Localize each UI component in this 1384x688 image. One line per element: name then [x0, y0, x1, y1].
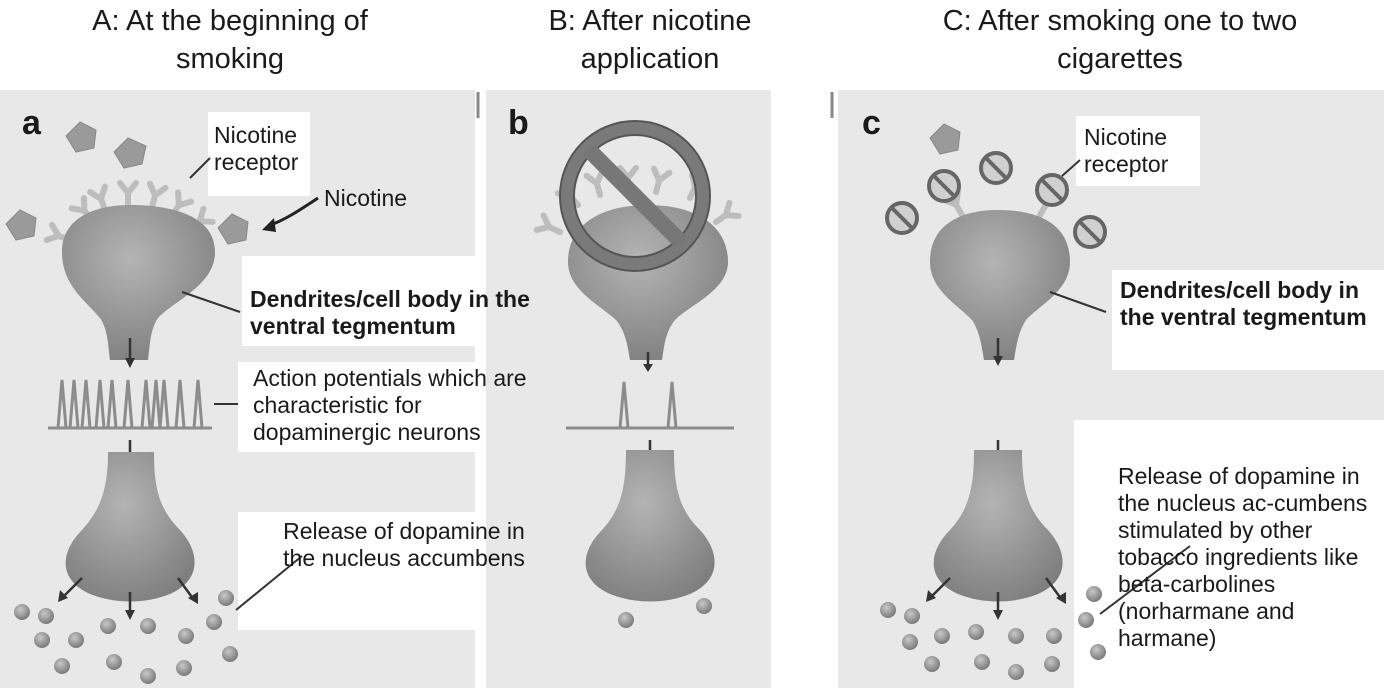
panel-letter-b: b: [508, 104, 529, 142]
dopamine-molecules: [14, 590, 238, 684]
panel-letter-a: a: [22, 104, 41, 142]
axon-terminal: [65, 452, 195, 602]
pointer-line: [189, 157, 211, 179]
pointer-line: [1049, 291, 1107, 313]
action-potential-spikes: [566, 381, 734, 430]
axon-terminal: [933, 450, 1063, 602]
label-backdrop: [1076, 116, 1200, 186]
prohibition-sign: [559, 120, 711, 272]
action-potential-spikes: [48, 379, 212, 430]
dopamine-molecules: [618, 598, 712, 628]
cell-body-neuron: [62, 205, 215, 360]
cell-body-neuron: [568, 205, 728, 360]
label-backdrop: [238, 512, 475, 630]
nicotine-label: Nicotine: [324, 185, 408, 211]
pointer-line: [235, 555, 303, 611]
panel-b-title: B: After nicotine application: [548, 5, 752, 75]
label-backdrop: [1074, 420, 1384, 688]
pointer-line: [1061, 159, 1081, 177]
nicotine-receptor-label: Nicotine receptor: [1084, 124, 1169, 177]
panel-letter-c: c: [862, 104, 881, 142]
action-potentials-label: Action potentials which are characterist…: [253, 365, 527, 445]
nicotine-receptor-label: Nicotine receptor: [214, 122, 299, 175]
dopamine-molecules: [880, 586, 1106, 680]
panel-a-title: A: At the beginning of smoking: [92, 5, 368, 75]
nicotine-arrow: [267, 196, 319, 228]
label-backdrop: [238, 362, 475, 452]
panel-c-title: C: After smoking one to two cigarettes: [942, 5, 1298, 75]
label-backdrop: [208, 112, 310, 196]
label-backdrop: [242, 256, 475, 346]
axon-terminal: [585, 450, 715, 602]
nicotine-molecules: [929, 123, 961, 155]
dendrites-label: Dendrites/cell body in the ventral tegme…: [250, 286, 530, 339]
nicotine-molecules: [5, 121, 249, 245]
dopamine-release-label: Release of dopamine in the nucleus ac-cu…: [1118, 463, 1368, 651]
cell-body-neuron: [930, 210, 1070, 360]
pointer-line: [1099, 545, 1191, 615]
dopamine-release-label: Release of dopamine in the nucleus accum…: [283, 518, 525, 571]
pointer-line: [181, 291, 241, 313]
label-backdrop: [1112, 270, 1384, 370]
dendrites-label: Dendrites/cell body in the ventral tegme…: [1120, 277, 1367, 330]
